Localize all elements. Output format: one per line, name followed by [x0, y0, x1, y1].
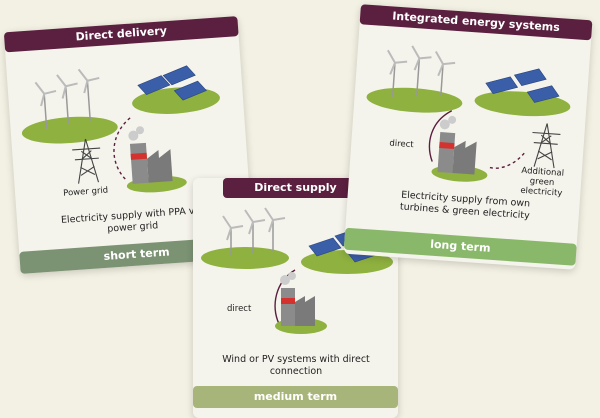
factory-icon — [275, 272, 327, 334]
card-caption: Electricity supply with PPA via power gr… — [60, 205, 204, 235]
label-direct: direct — [389, 138, 414, 151]
label-additional-green: Additional green electricity — [519, 165, 565, 199]
wind-turbine-icon — [201, 207, 289, 269]
label-direct: direct — [227, 304, 252, 314]
card-title: Direct delivery — [3, 16, 239, 53]
power-pylon-icon — [72, 138, 101, 184]
label-power-grid: Power grid — [62, 185, 109, 199]
card-direct-delivery: Direct delivery Power grid — [3, 16, 255, 274]
factory-icon — [126, 126, 187, 193]
factory-icon — [431, 115, 488, 182]
card-title: Direct supply — [223, 178, 368, 198]
solid-connector — [428, 110, 453, 162]
solar-panel-icon — [132, 65, 220, 114]
card-caption: Wind or PV systems with direct connectio… — [222, 354, 370, 377]
dashed-connector — [489, 151, 526, 169]
wind-turbine-icon — [366, 45, 463, 113]
card-footer: medium term — [193, 386, 398, 408]
card-integrated-energy: Integrated energy systems direct — [343, 4, 593, 270]
dashed-connector — [113, 117, 131, 181]
card-title: Integrated energy systems — [359, 4, 593, 41]
wind-turbine-icon — [21, 68, 118, 144]
solar-panel-icon — [474, 68, 571, 117]
power-pylon-icon — [532, 123, 561, 169]
